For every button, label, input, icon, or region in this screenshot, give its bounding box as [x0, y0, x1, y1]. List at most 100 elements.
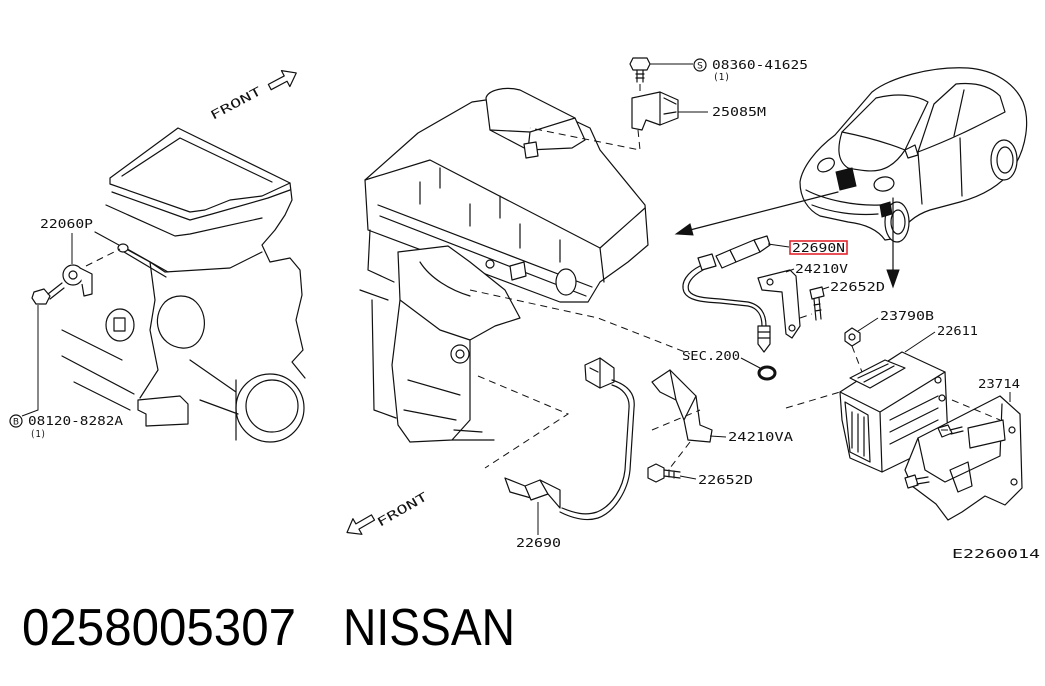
- diagram-code: E2260014: [952, 547, 1040, 561]
- bracket-23714-bolt-2: [904, 474, 919, 489]
- caption-part-number: 0258005307: [22, 599, 296, 657]
- ecu-side-connector-pins: [851, 411, 865, 457]
- label-25085M: 25085M: [712, 105, 766, 119]
- sensor-22060P-hole: [68, 270, 78, 280]
- exhaust-pipe-lines: [451, 429, 495, 441]
- label-23790B: 23790B: [880, 309, 934, 323]
- car-headlight-right: [873, 176, 895, 192]
- sensor-22690N-leader: [767, 243, 790, 248]
- cylinder-head-lower-edge: [105, 204, 263, 237]
- sensor-22690-wire: [559, 379, 635, 521]
- arrow-to-engine-line: [689, 191, 839, 231]
- label-24210V: 24210V: [795, 262, 848, 276]
- bracket-23714-slot: [949, 461, 973, 493]
- car-windshield: [841, 94, 929, 151]
- ecu-tab-hole-1: [934, 376, 942, 384]
- engine-bracket-small: [509, 261, 527, 281]
- bracket-23714-bolt-2-thread: [915, 476, 930, 485]
- manifold-flange-hole: [455, 349, 465, 359]
- bolt-b-quantity: (1): [30, 429, 46, 440]
- label-23714: 23714: [978, 377, 1020, 391]
- label-24210VA: 24210VA: [728, 430, 794, 444]
- heat-shield-contour-4: [419, 261, 471, 297]
- block-stud: [121, 245, 169, 278]
- label-22060P: 22060P: [40, 217, 93, 231]
- bracket-24210VA-leader: [709, 435, 727, 438]
- bolt-22652D-lower: [647, 463, 697, 483]
- ecu-leader: [904, 331, 936, 353]
- sec200-sensor-bands: [757, 331, 771, 339]
- heat-shield-contour-2: [407, 379, 461, 396]
- bracket-24210V-hole-top: [766, 278, 774, 286]
- sec200-ring: [757, 365, 777, 381]
- timing-cover: [156, 295, 205, 349]
- grommet-23790B-hole: [848, 333, 856, 341]
- ecu-top-edge: [839, 371, 946, 473]
- sensor-22690N-plug: [697, 253, 717, 271]
- bolt-b-symbol: B: [13, 418, 19, 428]
- label-08360-41625: 08360-41625: [712, 58, 808, 72]
- heat-shield-contour-3: [403, 409, 457, 421]
- sensor-25085M-dashed: [529, 84, 641, 151]
- car-headlight-left: [817, 157, 835, 173]
- bolt-22652D-lower-leader: [679, 475, 697, 480]
- engine-cover-front-lines: [377, 204, 605, 297]
- stud-washer: [117, 243, 129, 253]
- engine-block-left-side: [359, 229, 397, 419]
- caption: 0258005307 NISSAN: [22, 599, 515, 657]
- screw-08360-41625: [629, 57, 693, 83]
- sensor-25085M-connector: [659, 91, 677, 126]
- bracket-24210V-hole: [788, 324, 796, 332]
- bolt-22652D-upper-thread: [813, 297, 822, 321]
- sensor-22060P-dashed: [85, 248, 121, 267]
- sensor-22690-body: [539, 479, 561, 509]
- engine-cover-ribs: [419, 167, 561, 263]
- exhaust-heat-shield: [391, 245, 521, 443]
- car-hood-line: [838, 131, 906, 172]
- ecu-tab-hole-2: [938, 394, 946, 402]
- car-side-windows: [917, 82, 1006, 153]
- dashed-ecu-link: [785, 391, 841, 409]
- sensor-22060P: [62, 233, 121, 297]
- car-engine-marker: [835, 167, 857, 191]
- car-bumper: [805, 189, 881, 216]
- dashed-bracket-to-bracket: [651, 409, 701, 431]
- engine-cover-top-edge: [364, 159, 646, 249]
- mounting-boss-core: [113, 317, 126, 332]
- ecu-face-ribs: [889, 395, 939, 445]
- label-22652D-lower: 22652D: [698, 473, 753, 487]
- label-22690N: 22690N: [792, 241, 845, 255]
- label-22611: 22611: [937, 324, 978, 338]
- bolt-22652D-lower-thread: [663, 469, 681, 479]
- car-underbody-marker: [879, 201, 893, 218]
- screw-thread: [635, 69, 645, 83]
- arrow-down-icon: [886, 269, 900, 289]
- grommet-23790B-leader: [857, 317, 879, 332]
- cylinder-head-top: [109, 127, 291, 213]
- bolt-thread: [47, 282, 65, 300]
- car-front-wheel-hub: [890, 209, 906, 235]
- assembly-lines: [469, 289, 1001, 469]
- label-sec200: SEC.200: [682, 349, 740, 363]
- bracket-23714-cutout: [967, 419, 1006, 449]
- bolt-head: [31, 288, 51, 305]
- ecu-connector-detail: [857, 363, 895, 383]
- label-22652D-upper: 22652D: [830, 280, 885, 294]
- dashed-manifold-to-sensor: [477, 375, 570, 469]
- block-bracket: [137, 395, 189, 427]
- caption-brand: NISSAN: [343, 599, 515, 657]
- front-arrow-icon: [267, 70, 297, 91]
- car-door-line: [917, 137, 963, 205]
- bracket-24210VA: [651, 369, 727, 443]
- heat-shield-outline: [391, 245, 521, 443]
- screw-head: [629, 57, 651, 71]
- intake-port: [555, 268, 577, 296]
- crank-pulley-inner: [245, 379, 299, 433]
- screw-s-symbol: S: [697, 62, 703, 72]
- cylinder-head-ridge: [121, 137, 273, 183]
- sensor-22060P-tab: [79, 267, 93, 297]
- engine-block-lower: [189, 359, 239, 441]
- front-arrow-icon: [346, 514, 376, 535]
- bolt-22652D-upper-leader: [822, 286, 830, 290]
